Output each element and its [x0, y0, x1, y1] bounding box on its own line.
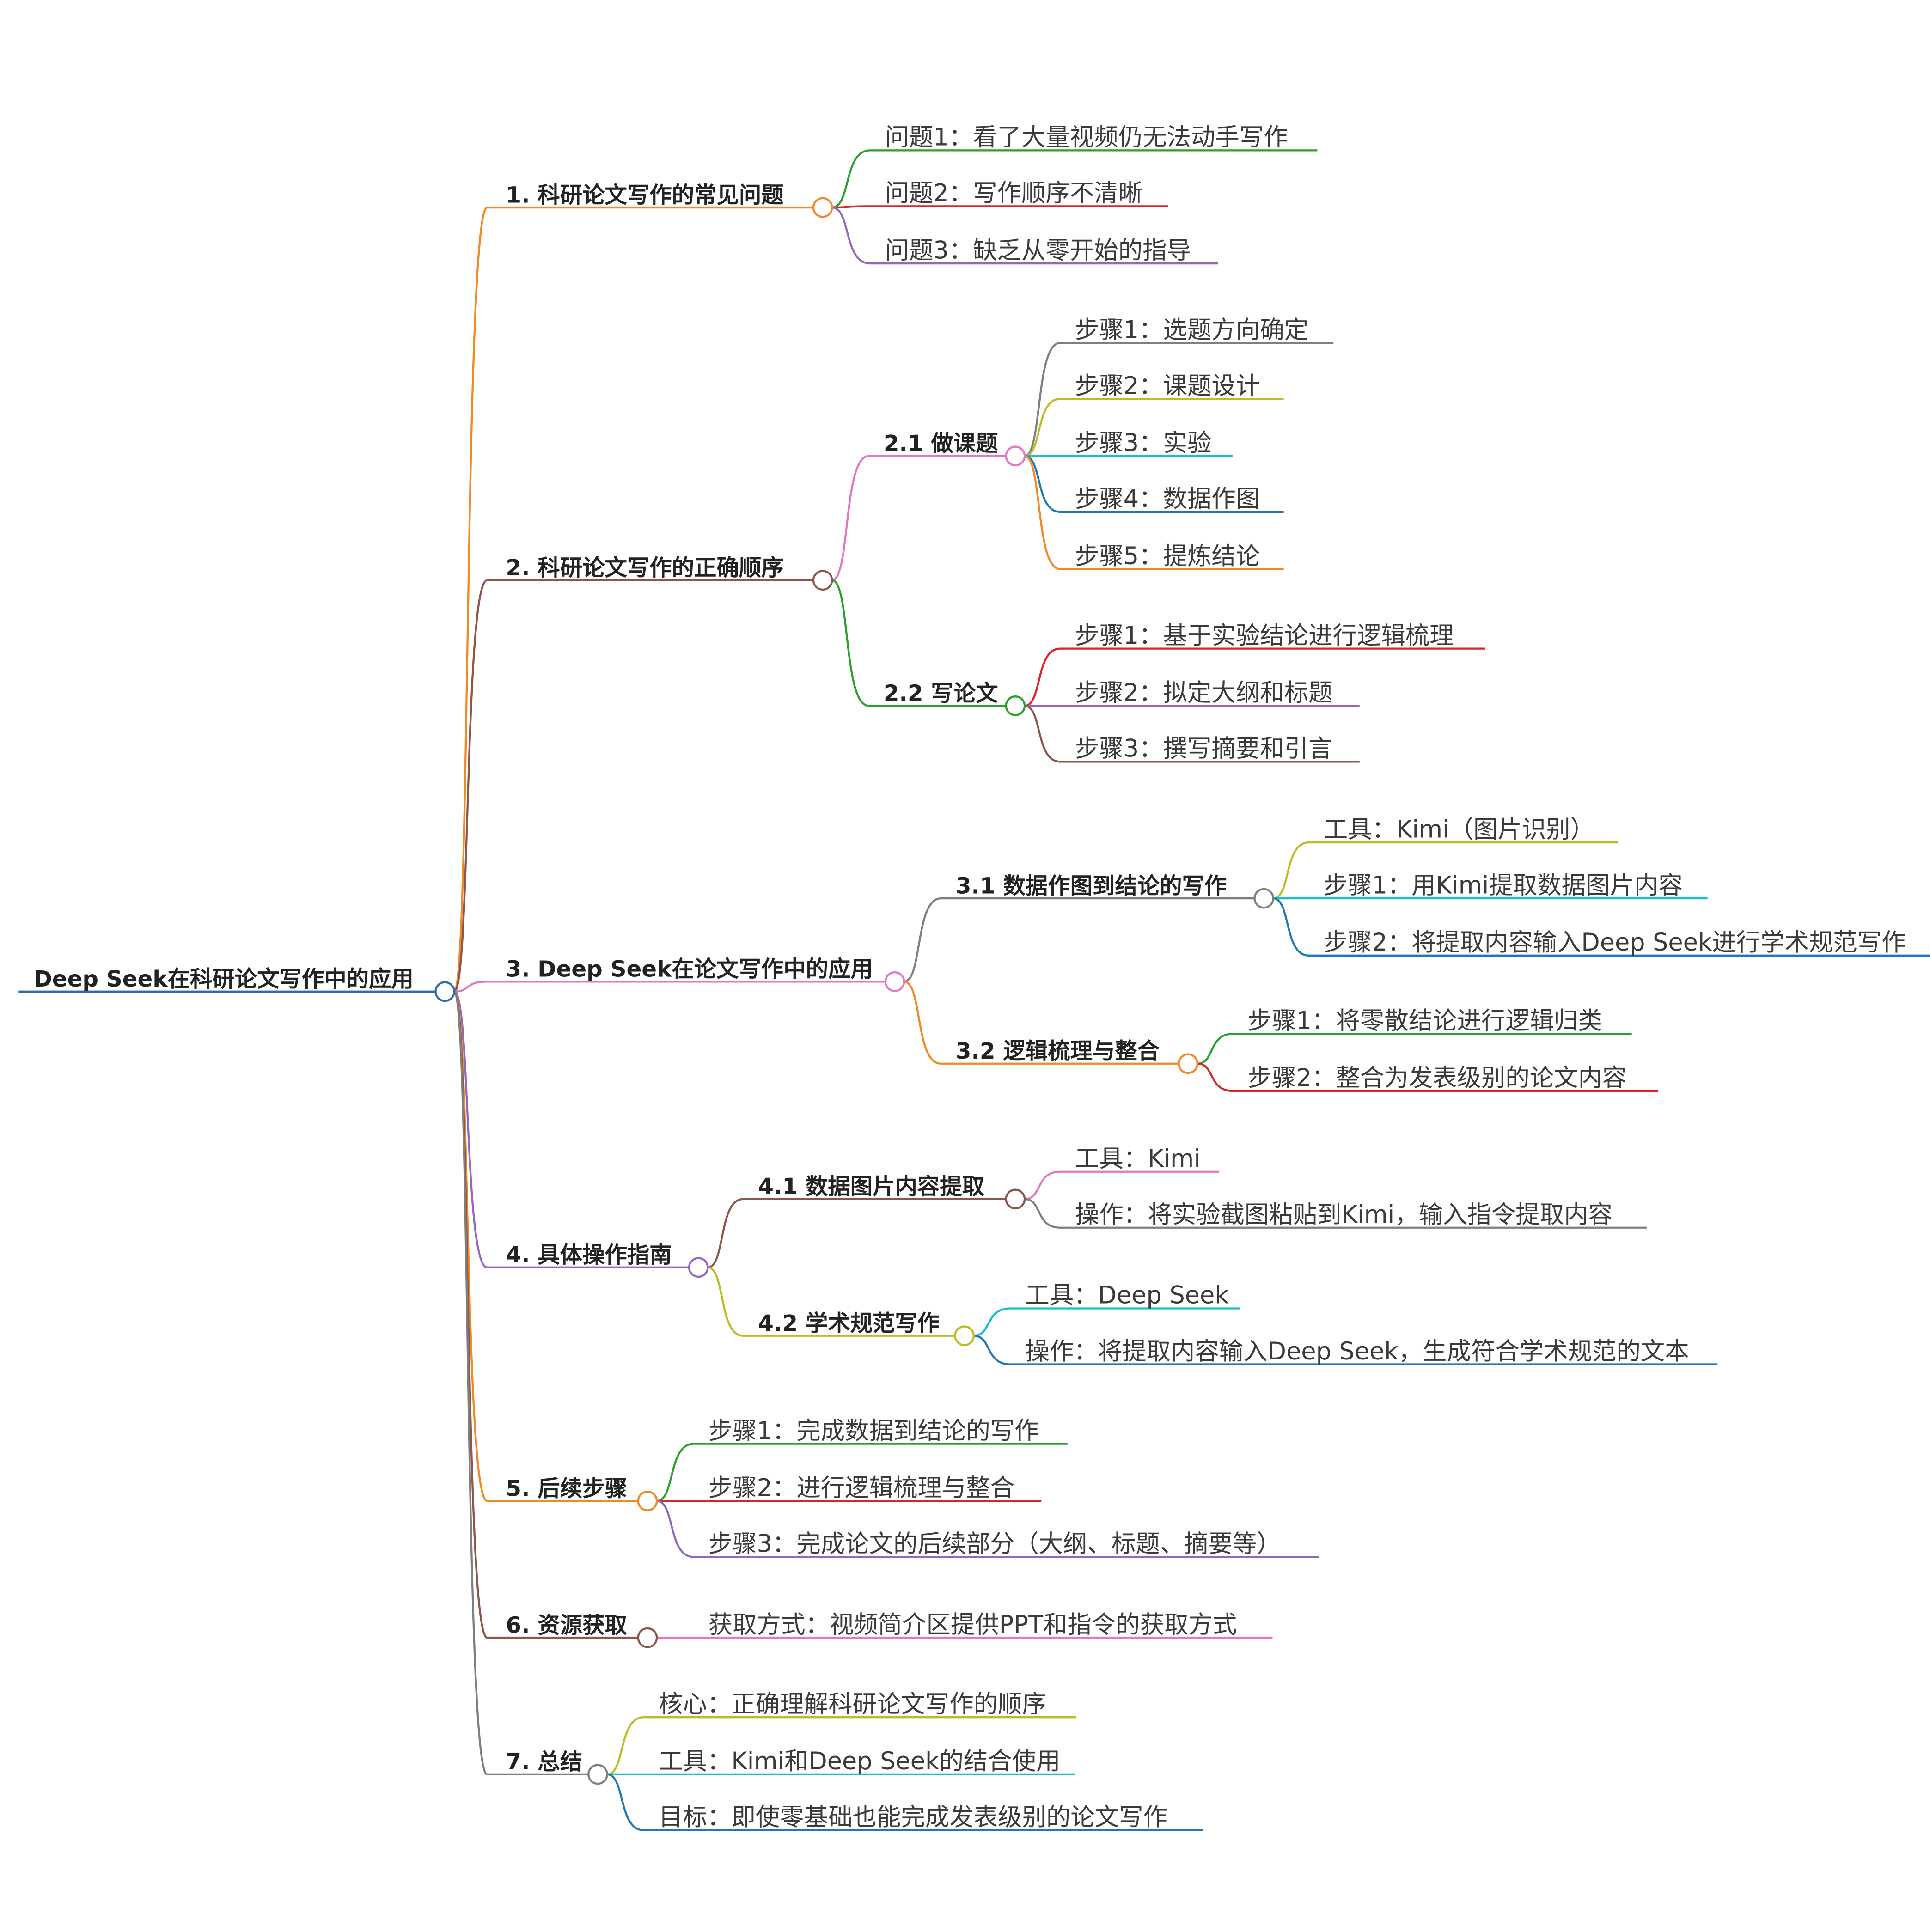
- branch-7-leaf-3: 目标：即使零基础也能完成发表级别的论文写作: [659, 1803, 1167, 1831]
- branch-6-collapse-toggle[interactable]: [637, 1627, 658, 1648]
- branch-2-sub-1-collapse-toggle[interactable]: [1005, 445, 1026, 467]
- branch-3-connector: [454, 981, 488, 993]
- branch-2-sub-1-leaf-2: 步骤2：课题设计: [1075, 372, 1260, 400]
- branch-4-collapse-toggle[interactable]: [688, 1257, 709, 1278]
- branch-2-sub-2-leaf-1: 步骤1：基于实验结论进行逻辑梳理: [1075, 622, 1454, 650]
- branch-3-sub-1-collapse-toggle[interactable]: [1253, 888, 1275, 909]
- root-collapse-toggle[interactable]: [434, 981, 455, 1002]
- branch-3-sub-1-connector-3: [1273, 897, 1309, 957]
- branch-6-topic: 6. 资源获取: [506, 1612, 627, 1638]
- branch-3-sub-2-collapse-toggle[interactable]: [1178, 1053, 1198, 1074]
- branch-2-sub-1-topic: 2.1 做课题: [884, 431, 998, 457]
- branch-5-connector-1: [656, 1443, 694, 1502]
- branch-1-leaf-1: 问题1：看了大量视频仍无法动手写作: [885, 123, 1288, 152]
- branch-2-sub-2-connector-3: [1024, 705, 1060, 763]
- branch-2-sub-1-connector-1: [1024, 342, 1061, 457]
- branch-2-sub-2-connector-1: [1024, 647, 1060, 707]
- branch-4-connector: [453, 990, 488, 1268]
- branch-1-connector-2: [832, 205, 870, 209]
- branch-2-sub-1-connector-2: [1024, 398, 1060, 457]
- branch-3-sub-1-leaf-3: 步骤2：将提取内容输入Deep Seek进行学术规范写作: [1324, 928, 1906, 957]
- branch-2-sub-1-connector-4: [1024, 455, 1060, 513]
- branch-4-sub-2-leaf-1: 工具：Deep Seek: [1025, 1281, 1229, 1310]
- branch-3-sub-1-topic: 3.1 数据作图到结论的写作: [956, 873, 1227, 899]
- branch-4-sub-1-connector-2: [1024, 1198, 1060, 1229]
- branch-4-sub-1-leaf-2: 操作：将实验截图粘贴到Kimi，输入指令提取内容: [1075, 1201, 1612, 1229]
- branch-5-topic: 5. 后续步骤: [506, 1476, 627, 1502]
- branch-3-sub-1-leaf-2: 步骤1：用Kimi提取数据图片内容: [1324, 871, 1683, 899]
- branch-7-connector: [453, 990, 489, 1776]
- branch-4-sub-2-leaf-2: 操作：将提取内容输入Deep Seek，生成符合学术规范的文本: [1025, 1337, 1689, 1365]
- branch-3-sub-2-connector-2: [1197, 1062, 1233, 1092]
- branch-3-sub-1-leaf-1: 工具：Kimi（图片识别）: [1324, 815, 1594, 843]
- branch-1-leaf-2: 问题2：写作顺序不清晰: [885, 179, 1143, 207]
- branch-7-connector-3: [607, 1773, 644, 1832]
- branch-2-sub-2-leaf-2: 步骤2：拟定大纲和标题: [1075, 679, 1333, 707]
- branch-1-topic: 1. 科研论文写作的常见问题: [506, 182, 784, 208]
- branch-1-connector-1: [831, 149, 870, 209]
- branch-6-leaf-1: 获取方式：视频简介区提供PPT和指令的获取方式: [708, 1610, 1237, 1639]
- branch-5-leaf-2: 步骤2：进行逻辑梳理与整合: [708, 1474, 1014, 1502]
- branch-4-sub-1-connector: [707, 1198, 744, 1268]
- branch-5-connector-3: [656, 1500, 694, 1558]
- branch-1-collapse-toggle[interactable]: [812, 197, 833, 218]
- branch-3-collapse-toggle[interactable]: [884, 971, 905, 992]
- branch-2-sub-2-collapse-toggle[interactable]: [1005, 695, 1026, 716]
- branch-1-connector: [453, 206, 489, 993]
- branch-1-connector-3: [831, 206, 870, 265]
- branch-2-topic: 2. 科研论文写作的正确顺序: [506, 555, 783, 581]
- branch-4-sub-2-collapse-toggle[interactable]: [954, 1325, 975, 1346]
- branch-2-collapse-toggle[interactable]: [812, 570, 833, 591]
- branch-1-leaf-3: 问题3：缺乏从零开始的指导: [885, 236, 1191, 264]
- branch-7-leaf-2: 工具：Kimi和Deep Seek的结合使用: [659, 1747, 1060, 1775]
- branch-3-sub-1-connector: [904, 897, 941, 983]
- branch-3-sub-1-connector-1: [1273, 841, 1309, 900]
- branch-2-sub-1-connector-5: [1024, 455, 1061, 570]
- branch-2-sub-1-leaf-1: 步骤1：选题方向确定: [1075, 316, 1308, 344]
- branch-7-connector-1: [607, 1716, 644, 1776]
- branch-2-sub-2-connector: [831, 579, 869, 707]
- branch-4-sub-2-topic: 4.2 学术规范写作: [758, 1310, 940, 1336]
- branch-2-sub-1-leaf-5: 步骤5：提炼结论: [1075, 542, 1260, 570]
- branch-2-sub-2-leaf-3: 步骤3：撰写摘要和引言: [1075, 735, 1333, 763]
- branch-4-sub-2-connector-1: [973, 1307, 1011, 1337]
- branch-4-sub-1-connector-1: [1024, 1170, 1060, 1201]
- branch-5-collapse-toggle[interactable]: [637, 1490, 658, 1511]
- branch-3-sub-2-leaf-1: 步骤1：将零散结论进行逻辑归类: [1248, 1006, 1602, 1035]
- branch-5-leaf-1: 步骤1：完成数据到结论的写作: [708, 1417, 1039, 1445]
- branch-7-collapse-toggle[interactable]: [587, 1764, 608, 1785]
- branch-4-sub-2-connector: [707, 1266, 744, 1337]
- branch-3-sub-2-connector: [904, 981, 941, 1065]
- branch-4-sub-1-topic: 4.1 数据图片内容提取: [758, 1174, 984, 1200]
- branch-2-connector: [453, 579, 488, 993]
- branch-3-sub-2-topic: 3.2 逻辑梳理与整合: [956, 1038, 1160, 1064]
- branch-4-topic: 4. 具体操作指南: [506, 1242, 672, 1268]
- branch-2-sub-1-leaf-3: 步骤3：实验: [1075, 429, 1211, 457]
- root-topic: Deep Seek在科研论文写作中的应用: [34, 966, 414, 992]
- branch-3-topic: 3. Deep Seek在论文写作中的应用: [506, 957, 873, 982]
- branch-2-sub-1-connector: [831, 455, 869, 581]
- branch-3-sub-2-connector-1: [1197, 1033, 1233, 1065]
- branch-3-sub-2-leaf-2: 步骤2：整合为发表级别的论文内容: [1248, 1064, 1627, 1092]
- branch-2-sub-1-leaf-4: 步骤4：数据作图: [1075, 485, 1260, 513]
- branch-7-leaf-1: 核心：正确理解科研论文写作的顺序: [659, 1690, 1046, 1718]
- branch-7-topic: 7. 总结: [506, 1749, 582, 1775]
- branch-5-leaf-3: 步骤3：完成论文的后续部分（大纲、标题、摘要等）: [708, 1530, 1281, 1558]
- branch-4-sub-2-connector-2: [973, 1335, 1011, 1365]
- branch-4-sub-1-leaf-1: 工具：Kimi: [1075, 1145, 1201, 1173]
- branch-2-sub-2-topic: 2.2 写论文: [884, 681, 998, 707]
- branch-4-sub-1-collapse-toggle[interactable]: [1005, 1188, 1026, 1210]
